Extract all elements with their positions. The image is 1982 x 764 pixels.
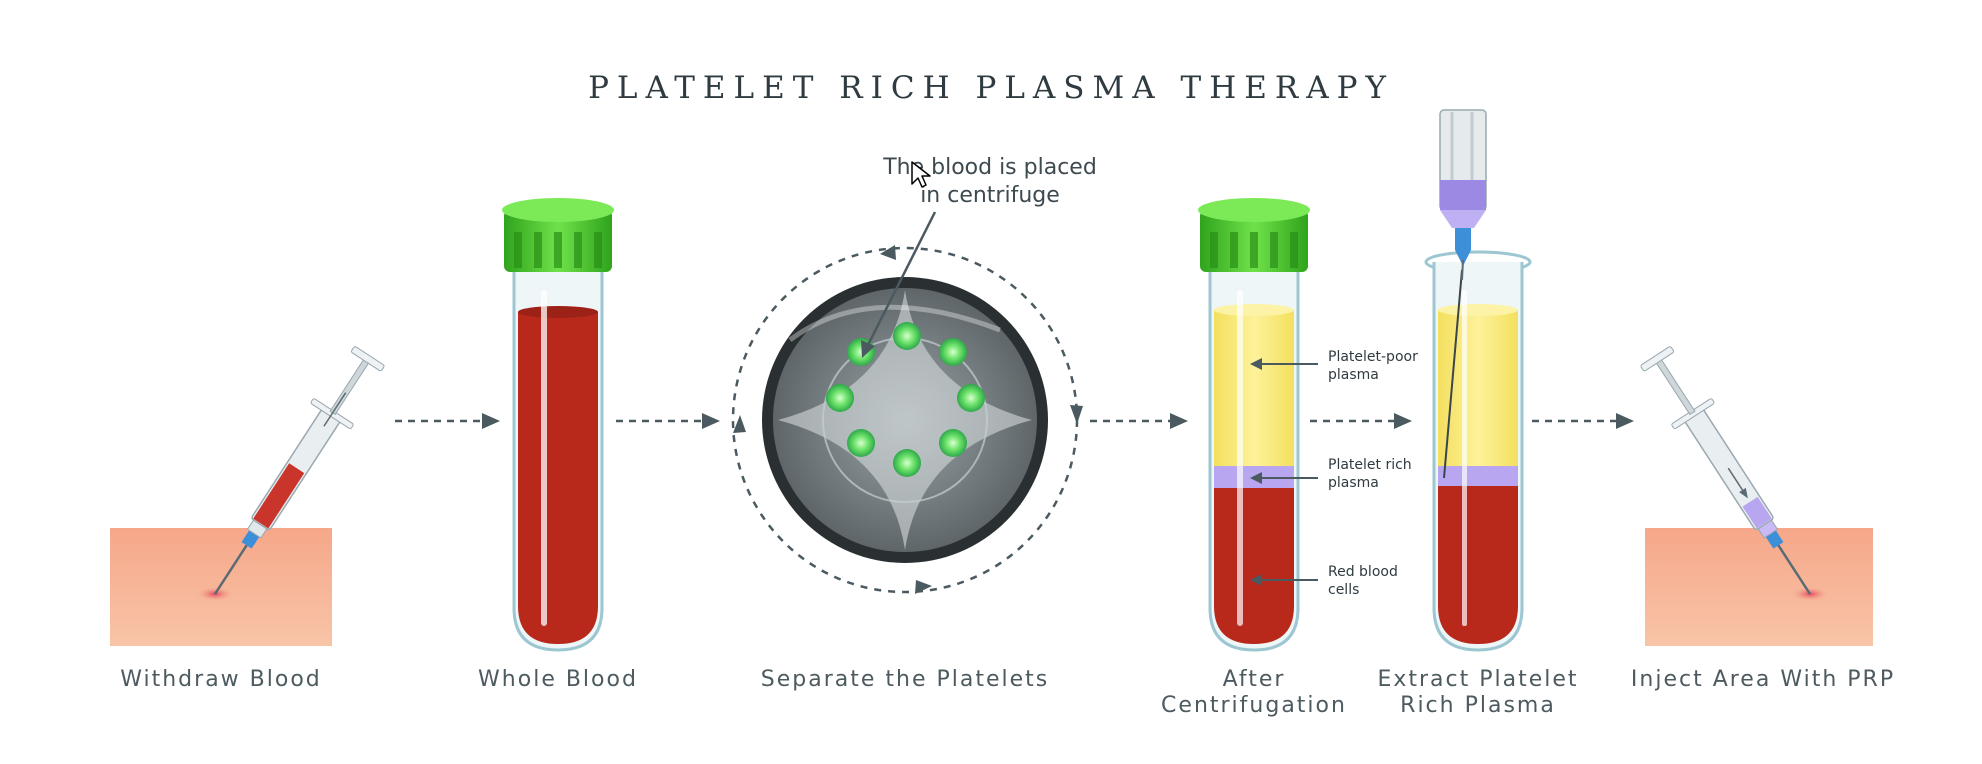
withdraw-blood-illustration <box>110 346 385 646</box>
centrifuge-callout: The blood is placed in centrifuge <box>840 154 1140 210</box>
callout-leader <box>866 211 937 346</box>
syringe-icon <box>1640 346 1812 595</box>
label-platelet-poor-plasma: Platelet-poor plasma <box>1328 349 1418 383</box>
arrow-2 <box>616 413 720 429</box>
step-caption-withdraw-blood: Withdraw Blood <box>120 667 322 692</box>
plasma-layer <box>1214 310 1294 466</box>
step-caption-separate-platelets: Separate the Platelets <box>760 667 1050 692</box>
diagram-title: PLATELET RICH PLASMA THERAPY <box>588 70 1394 106</box>
syringe-icon <box>1439 109 1487 281</box>
cursor-icon <box>911 161 931 188</box>
inject-prp-illustration <box>1640 346 1873 646</box>
callout-line-2: in centrifuge <box>920 183 1060 208</box>
step-caption-inject-prp: Inject Area With PRP <box>1630 667 1896 692</box>
red-cell-layer <box>1214 488 1294 644</box>
separated-tube <box>1198 198 1318 652</box>
whole-blood-tube <box>502 198 614 652</box>
label-platelet-rich-plasma: Platelet rich plasma <box>1328 457 1412 491</box>
arrow-3 <box>1090 413 1188 429</box>
blood-fill <box>518 312 598 644</box>
step-caption-extract-prp: Extract Platelet Rich Plasma <box>1377 667 1579 718</box>
arrow-1 <box>395 413 500 429</box>
label-red-blood-cells: Red blood cells <box>1328 564 1398 598</box>
test-tube-icon <box>1198 198 1310 272</box>
arrow-5 <box>1532 413 1634 429</box>
test-tube-icon <box>502 198 614 272</box>
syringe-icon <box>213 346 385 595</box>
step-caption-after-centrifugation: After Centrifugation <box>1161 667 1347 718</box>
skin-block <box>1645 528 1873 646</box>
step-caption-whole-blood: Whole Blood <box>478 667 638 692</box>
centrifuge-icon <box>731 211 1083 594</box>
arrow-4 <box>1310 413 1412 429</box>
extract-prp-illustration <box>1424 109 1532 652</box>
callout-line-1: The blood is placed <box>883 155 1097 180</box>
